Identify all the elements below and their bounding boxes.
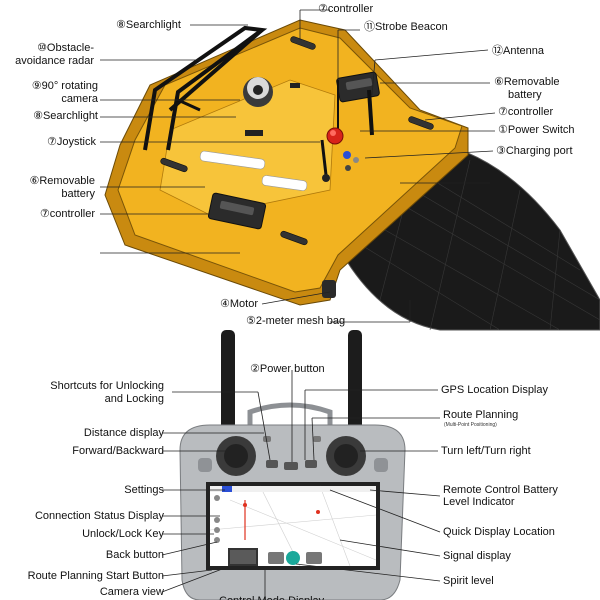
label-removable-battery-right-1: ⑥Removable — [494, 76, 560, 88]
label-removable-battery-right-2: battery — [508, 89, 542, 101]
label-battery-level-1: Remote Control Battery — [443, 484, 558, 496]
label-controller-right: ⑦controller — [498, 106, 554, 118]
label-searchlight-top: ⑧Searchlight — [116, 19, 181, 31]
label-back-button: Back button — [105, 549, 164, 561]
label-shortcuts-1: Shortcuts for Unlocking — [50, 380, 164, 392]
label-connection-status: Connection Status Display — [34, 510, 164, 522]
label-mesh-bag: ⑤2-meter mesh bag — [246, 315, 346, 327]
label-shortcuts-2: and Locking — [104, 393, 164, 405]
label-controller-left: ⑦controller — [39, 208, 95, 220]
label-obstacle-radar-1: ⑩Obstacle- — [37, 42, 94, 54]
label-strobe-beacon: ⑪Strobe Beacon — [364, 21, 448, 33]
label-camera-1: ⑨90° rotating — [31, 80, 98, 92]
label-route-start: Route Planning Start Button — [27, 570, 164, 582]
label-removable-battery-left-2: battery — [61, 188, 95, 200]
label-spirit-level: Spirit level — [443, 575, 494, 587]
label-motor: ④Motor — [220, 298, 258, 310]
label-unlock-lock: Unlock/Lock Key — [82, 528, 164, 540]
label-controller-top: ⑦controller — [318, 3, 374, 15]
boat-illustration — [104, 19, 600, 331]
label-charging-port: ③Charging port — [496, 145, 573, 157]
label-route-planning-sub: (Multi-Point Positioning) — [444, 422, 497, 428]
label-power-switch: ①Power Switch — [498, 124, 575, 136]
label-route-planning: Route Planning — [443, 409, 519, 421]
label-power-button: ②Power button — [250, 363, 325, 375]
label-joystick: ⑦Joystick — [47, 136, 96, 148]
label-forward-backward: Forward/Backward — [72, 445, 164, 457]
label-battery-level-2: Level Indicator — [443, 496, 515, 508]
label-control-mode: Control Mode Display — [219, 596, 324, 600]
label-removable-battery-left-1: ⑥Removable — [29, 175, 95, 187]
label-settings: Settings — [124, 484, 164, 496]
label-antenna: ⑫Antenna — [492, 45, 544, 57]
label-distance-display: Distance display — [83, 427, 164, 439]
label-quick-display: Quick Display Location — [443, 526, 555, 538]
remote-illustration — [179, 330, 406, 600]
leader-lines — [100, 9, 496, 600]
label-camera-2: camera — [61, 93, 98, 105]
label-searchlight-left: ⑧Searchlight — [33, 110, 98, 122]
label-obstacle-radar-2: avoidance radar — [15, 55, 94, 67]
label-signal-display: Signal display — [443, 550, 511, 562]
label-turn: Turn left/Turn right — [441, 445, 531, 457]
label-camera-view: Camera view — [99, 586, 164, 598]
label-gps-location: GPS Location Display — [441, 384, 548, 396]
